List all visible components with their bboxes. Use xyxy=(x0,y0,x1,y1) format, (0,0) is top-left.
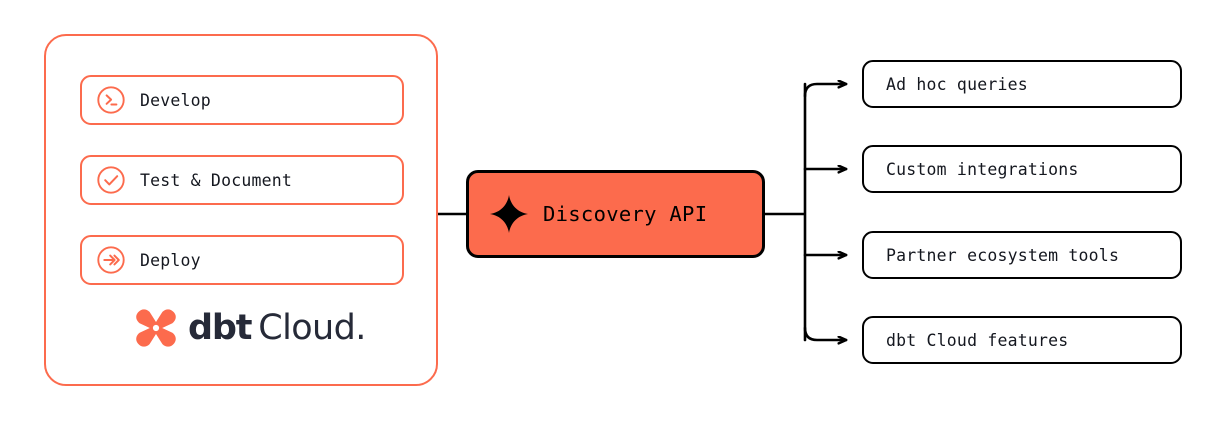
consumer-label: dbt Cloud features xyxy=(886,330,1069,350)
connector-branch-1 xyxy=(803,84,846,98)
double-chevron-right-icon xyxy=(97,246,125,274)
dbt-cloud-logo: dbt Cloud . xyxy=(132,300,366,356)
consumer-box-partner-ecosystem-tools[interactable]: Partner ecosystem tools xyxy=(862,231,1182,279)
stage-label: Develop xyxy=(140,90,211,110)
dbt-wordmark-dot: . xyxy=(355,307,367,348)
check-circle-icon xyxy=(97,166,125,194)
stage-item-deploy[interactable]: Deploy xyxy=(80,235,404,285)
consumer-box-dbt-cloud-features[interactable]: dbt Cloud features xyxy=(862,316,1182,364)
terminal-prompt-icon xyxy=(97,86,125,114)
consumer-label: Ad hoc queries xyxy=(886,74,1028,94)
stage-label: Deploy xyxy=(140,250,201,270)
stage-label: Test & Document xyxy=(140,170,293,190)
dbt-logo-mark xyxy=(136,309,176,347)
connector-branch-4 xyxy=(803,326,846,340)
consumer-box-ad-hoc-queries[interactable]: Ad hoc queries xyxy=(862,60,1182,108)
consumer-label: Partner ecosystem tools xyxy=(886,245,1120,265)
dbt-wordmark-bold: dbt xyxy=(188,307,252,348)
dbt-wordmark-light: Cloud xyxy=(258,307,356,348)
dbt-cloud-wordmark: dbt Cloud . xyxy=(188,307,367,348)
discovery-api-node[interactable]: Discovery API xyxy=(466,170,765,258)
discovery-api-label: Discovery API xyxy=(543,202,708,226)
stage-item-test-and-document[interactable]: Test & Document xyxy=(80,155,404,205)
consumer-box-custom-integrations[interactable]: Custom integrations xyxy=(862,145,1182,193)
consumer-label: Custom integrations xyxy=(886,159,1079,179)
sparkle-star-icon xyxy=(490,195,528,233)
stage-item-develop[interactable]: Develop xyxy=(80,75,404,125)
dbt-cloud-panel: Develop Test & Document Deploy xyxy=(44,34,438,386)
